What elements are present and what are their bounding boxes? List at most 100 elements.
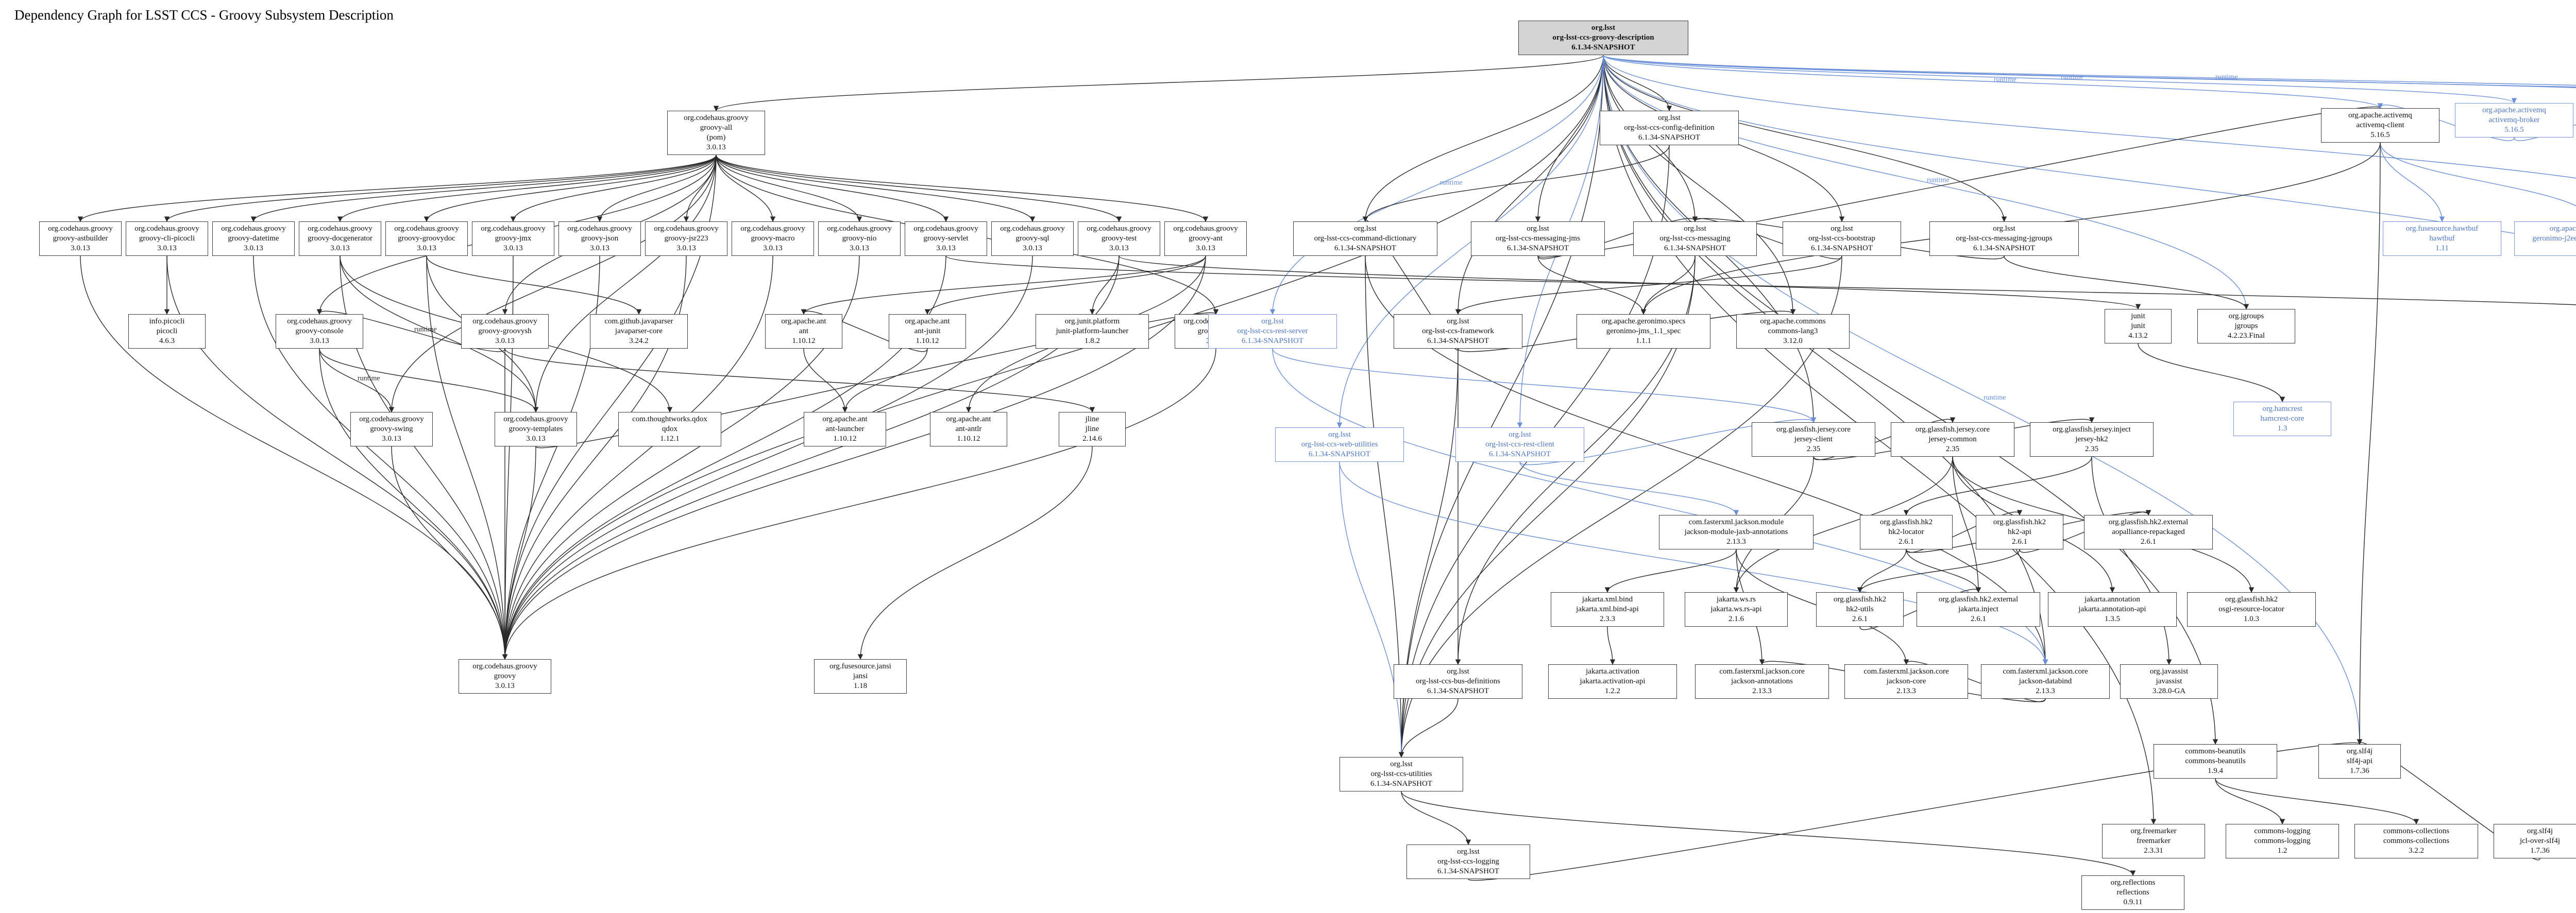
graph-title: Dependency Graph for LSST CCS - Groovy S… bbox=[14, 7, 394, 23]
graph-edge bbox=[716, 154, 1209, 222]
edge-scope-label: runtime bbox=[2215, 74, 2238, 81]
node-label-line: 6.1.34-SNAPSHOT bbox=[1427, 687, 1489, 695]
node-label-line: junit bbox=[2131, 322, 2145, 330]
node-label-line: activemq-client bbox=[2356, 121, 2404, 129]
node-label-line: org.apache.commons bbox=[1760, 317, 1826, 325]
node-label-line: 1.10.12 bbox=[957, 435, 980, 443]
node-label-line: org.codehaus.groovy bbox=[503, 415, 568, 423]
graph-edge bbox=[1089, 255, 1120, 315]
node-label-line: 3.24.2 bbox=[629, 337, 649, 345]
node-label-line: org.codehaus.groovy bbox=[221, 225, 286, 233]
node-label-line: 4.13.2 bbox=[2128, 332, 2148, 340]
node-label-line: 6.1.34-SNAPSHOT bbox=[1334, 244, 1396, 252]
graph-edge bbox=[388, 154, 717, 413]
node-label-line: groovy-groovydoc bbox=[398, 234, 455, 243]
graph-edge bbox=[502, 255, 1206, 660]
node-label-line: 2.13.3 bbox=[2036, 687, 2055, 695]
graph-edge bbox=[1903, 456, 2092, 516]
node-label-line: hk2-api bbox=[2008, 528, 2031, 536]
node-label-line: commons-beanutils bbox=[2185, 747, 2246, 755]
graph-edge bbox=[1537, 255, 1647, 315]
node-label-line: 2.1.6 bbox=[1728, 615, 1744, 623]
node-label-line: org-lsst-ccs-command-dictionary bbox=[1314, 234, 1417, 243]
node-label-line: 3.0.13 bbox=[1109, 244, 1129, 252]
node-label-line: groovy-ant bbox=[1189, 234, 1223, 243]
node-label-line: qdox bbox=[662, 425, 677, 433]
graph-edge bbox=[801, 309, 928, 352]
node-label-line: org-lsst-ccs-messaging-jms bbox=[1496, 234, 1580, 243]
node-label-line: 3.2.2 bbox=[2409, 847, 2424, 855]
graph-edge bbox=[164, 154, 717, 222]
node-label-line: 1.3.5 bbox=[2105, 615, 2120, 623]
graph-edge bbox=[80, 255, 508, 660]
node-label-line: org-lsst-ccs-groovy-description bbox=[1552, 33, 1654, 42]
node-label-line: org.codehaus.groovy bbox=[359, 415, 424, 423]
graph-edge bbox=[714, 55, 1604, 112]
node-label-line: jakarta.inject bbox=[1958, 605, 1998, 613]
graph-edge bbox=[1906, 549, 1981, 593]
node-label-line: 3.0.13 bbox=[495, 682, 515, 690]
node-label-line: org.freemarker bbox=[2130, 827, 2177, 835]
graph-edge bbox=[502, 255, 773, 660]
node-label-line: 3.0.13 bbox=[244, 244, 263, 252]
graph-edge bbox=[1339, 461, 2048, 665]
node-label-line: 1.18 bbox=[853, 682, 868, 690]
node-label-line: 2.6.1 bbox=[1971, 615, 1986, 623]
node-label-line: freemarker bbox=[2137, 837, 2171, 845]
node-label-line: 1.12.1 bbox=[660, 435, 680, 443]
node-label-line: 3.0.13 bbox=[850, 244, 869, 252]
node-label-line: 2.14.6 bbox=[1082, 435, 1102, 443]
graph-edge bbox=[1398, 55, 1604, 758]
node-label-line: org.lsst bbox=[1457, 848, 1480, 856]
node-label-line: 1.9.4 bbox=[2208, 767, 2223, 775]
node-label-line: 2.13.3 bbox=[1896, 687, 1916, 695]
node-label-line: org.glassfish.hk2 bbox=[1833, 595, 1887, 604]
node-label-line: 2.6.1 bbox=[2012, 538, 2027, 546]
graph-edge bbox=[2377, 103, 2515, 141]
node-label-line: 5.16.5 bbox=[2370, 131, 2390, 139]
node-label-line: org.codehaus.groovy bbox=[134, 225, 199, 233]
node-label-line: org-lsst-ccs-messaging bbox=[1659, 234, 1731, 243]
node-label-line: 4.6.3 bbox=[159, 337, 175, 345]
graph-edge bbox=[1603, 55, 2363, 745]
graph-edge bbox=[319, 348, 395, 413]
node-label-line: org.codehaus.groovy bbox=[472, 317, 537, 325]
graph-edge bbox=[1272, 348, 1817, 423]
graph-edge bbox=[716, 154, 1122, 222]
node-label-line: 2.35 bbox=[1806, 445, 1821, 453]
node-label-line: org.codehaus.groovy bbox=[287, 317, 352, 325]
node-label-line: 1.11 bbox=[2435, 244, 2449, 252]
node-label-line: 1.2.2 bbox=[1605, 687, 1620, 695]
node-label-line: groovy-macro bbox=[751, 234, 795, 243]
node-label-line: groovy-templates bbox=[509, 425, 563, 433]
node-label-line: org.glassfish.hk2 bbox=[2225, 595, 2278, 604]
graph-edge bbox=[391, 446, 508, 660]
graph-edge bbox=[340, 255, 539, 413]
graph-edge bbox=[2514, 124, 2576, 141]
node-label-line: commons-collections bbox=[2383, 827, 2450, 835]
graph-edge bbox=[337, 154, 717, 222]
node-label-line: org.lsst bbox=[1447, 317, 1469, 325]
graph-edge bbox=[1603, 55, 2007, 222]
node-label-line: jersey-hk2 bbox=[2075, 435, 2108, 443]
node-label-line: jackson-annotations bbox=[1731, 677, 1793, 685]
node-label-line: 2.6.1 bbox=[2141, 538, 2156, 546]
node-label-line: jakarta.xml.bind-api bbox=[1576, 605, 1639, 613]
